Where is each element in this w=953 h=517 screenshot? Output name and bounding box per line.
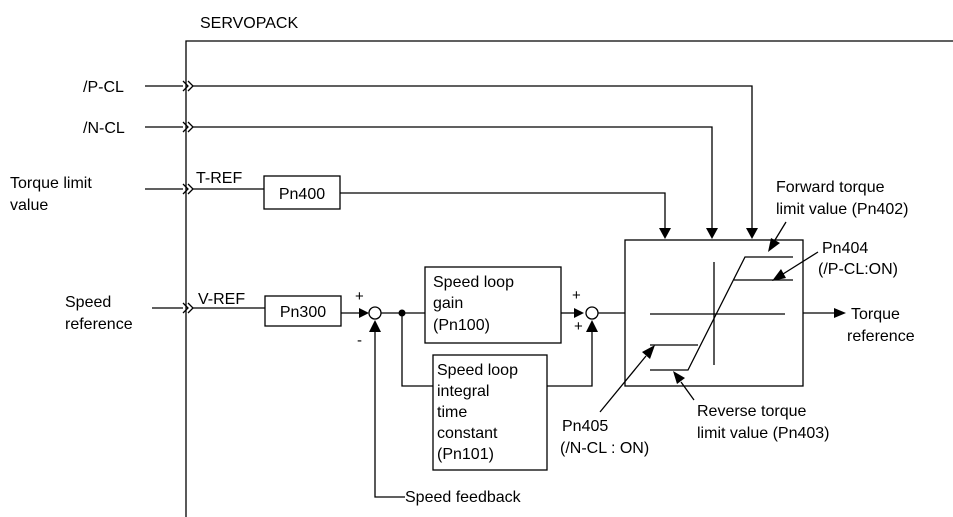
n-cl-signal-line [193,126,713,230]
forward-torque-pointer [774,221,787,241]
speed-loop-gain-line-1: Speed loop [433,274,514,291]
servopack-title: SERVOPACK [200,15,298,32]
speed-feedback-arrowhead [369,320,381,332]
pn405-arrowhead [642,345,655,359]
pn405-pointer [599,355,647,413]
integral-output-line [547,330,593,387]
torque-limit-label-1: Torque limit [10,175,92,192]
integral-arrowhead [586,320,598,332]
forward-torque-arrowhead [768,238,780,252]
limiter-characteristic-curve [650,256,793,371]
speed-loop-integral-line-4: constant [437,425,498,442]
reverse-torque-pointer [680,381,695,401]
p-cl-arrowhead [746,228,758,239]
pn405-label-2: (/N-CL : ON) [560,440,649,457]
reverse-torque-label-2: limit value (Pn403) [697,425,830,442]
torque-reference-label-1: Torque [851,306,900,323]
speed-feedback-label: Speed feedback [405,489,522,506]
v-ref-label: V-REF [198,291,245,308]
input-chevrons [182,80,194,314]
summing-junction-1 [368,306,382,320]
n-cl-arrowhead [706,228,718,239]
speed-loop-gain-block [424,266,562,344]
summing-junction-2 [585,306,599,320]
forward-torque-label-2: limit value (Pn402) [776,201,909,218]
integral-branch-line [401,313,433,387]
sum2-plus-top-sign: + [572,287,581,304]
servopack-frame-line [185,40,953,517]
reverse-torque-label-1: Reverse torque [697,403,806,420]
pn400-output-line [340,192,666,230]
speed-loop-integral-line-2: integral [437,383,489,400]
sum1-minus-sign: - [357,332,362,349]
speed-loop-integral-line-1: Speed loop [437,362,518,379]
sum2-input-arrowhead [574,308,584,318]
speed-loop-integral-line-5: (Pn101) [437,446,494,463]
speed-feedback-line [374,330,405,498]
speed-reference-label-2: reference [65,316,133,333]
sum1-plus-sign: + [355,288,364,305]
pn300-block [264,295,342,327]
sum1-input-arrowhead [359,308,369,318]
n-cl-label: /N-CL [83,120,125,137]
speed-loop-integral-block [432,354,548,471]
pn300-label: Pn300 [280,304,326,321]
speed-loop-gain-line-2: gain [433,295,463,312]
pn400-label: Pn400 [279,186,325,203]
p-cl-signal-line [193,85,753,230]
pn404-label-1: Pn404 [822,240,868,257]
speed-loop-integral-line-3: time [437,404,467,421]
pn404-label-2: (/P-CL:ON) [818,261,898,278]
pn405-label-1: Pn405 [562,418,608,435]
reverse-torque-arrowhead [673,371,685,384]
pn404-arrowhead [772,269,786,281]
pn400-block [263,175,341,210]
speed-loop-gain-line-3: (Pn100) [433,317,490,334]
pn404-pointer [782,251,819,275]
p-cl-label: /P-CL [83,79,124,96]
torque-limit-label-2: value [10,197,48,214]
pn400-arrowhead [659,228,671,239]
speed-reference-label-1: Speed [65,294,111,311]
t-ref-label: T-REF [196,170,242,187]
torque-reference-arrowhead [834,308,846,318]
torque-reference-label-2: reference [847,328,915,345]
forward-torque-label-1: Forward torque [776,179,885,196]
sum2-plus-bottom-sign: + [574,318,583,335]
